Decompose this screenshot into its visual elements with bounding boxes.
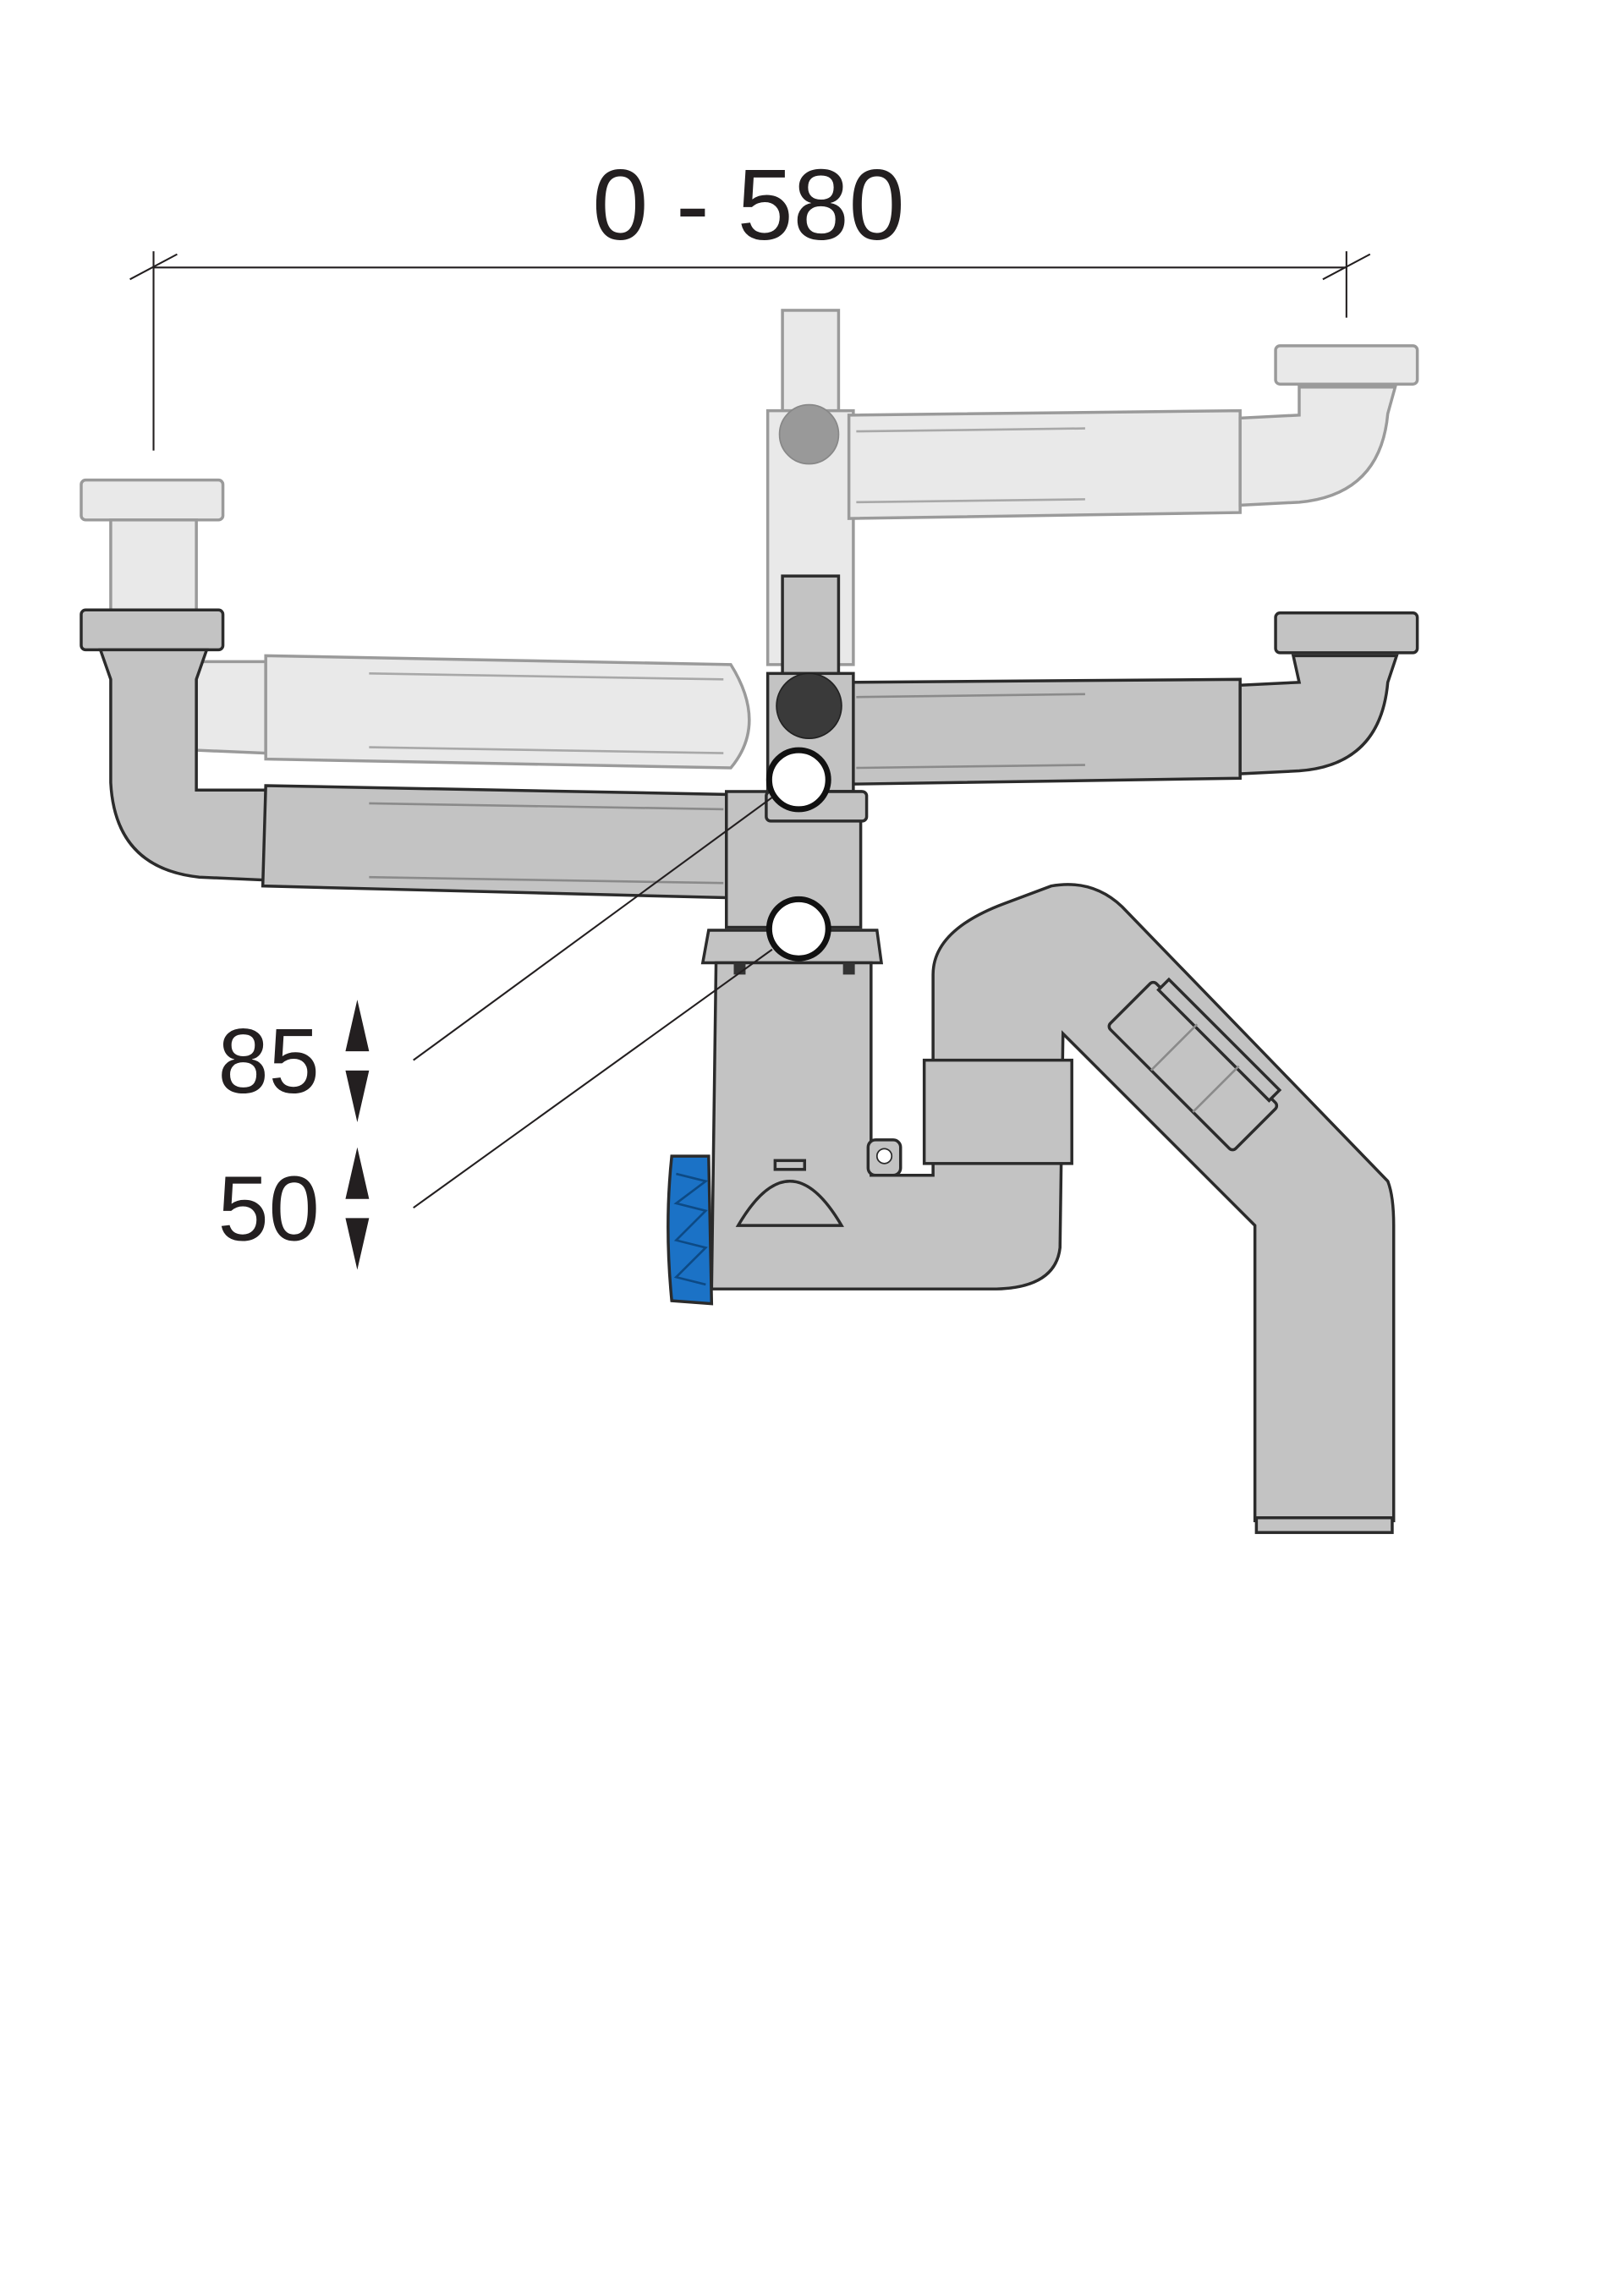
ghost-overflow-port bbox=[778, 403, 840, 465]
height-arrow-50 bbox=[345, 1147, 370, 1270]
leader-line-50 bbox=[413, 948, 773, 1209]
union-nut bbox=[1107, 977, 1282, 1152]
ghost-right-elbow bbox=[1238, 385, 1397, 507]
marker-85-circle bbox=[765, 747, 831, 813]
hose-connector bbox=[781, 574, 841, 678]
width-dimension-label: 0 - 580 bbox=[592, 150, 905, 261]
dimension-tick-right bbox=[1322, 253, 1371, 281]
left-pipe bbox=[261, 784, 751, 900]
right-elbow bbox=[1238, 654, 1399, 775]
main-siphon bbox=[80, 574, 1419, 1534]
marker-50-circle bbox=[765, 896, 831, 962]
ghost-right-pipe bbox=[847, 408, 1242, 520]
outlet-end bbox=[1254, 1515, 1394, 1534]
ghost-left-pipe bbox=[264, 654, 751, 770]
ghost-hose-connector bbox=[781, 309, 841, 415]
width-dimension: 0 - 580 bbox=[129, 150, 1371, 451]
dimension-tick-left bbox=[129, 253, 178, 281]
right-strainer-nut bbox=[1274, 611, 1419, 655]
ghost-left-stub bbox=[195, 660, 267, 755]
ghost-right-strainer bbox=[1274, 344, 1419, 386]
bottle-slot bbox=[773, 1159, 807, 1171]
overflow-port bbox=[776, 672, 842, 740]
ghost-left-tailpiece bbox=[109, 518, 198, 613]
height-label-50: 50 bbox=[217, 1158, 319, 1260]
bottle-arch bbox=[735, 1180, 844, 1227]
height-label-85: 85 bbox=[217, 1010, 319, 1112]
leader-line-85 bbox=[413, 797, 773, 1061]
left-strainer-nut bbox=[80, 608, 225, 652]
mounting-hole bbox=[875, 1148, 893, 1164]
trap-sleeve bbox=[922, 1058, 1073, 1165]
cleanout-cap[interactable] bbox=[667, 1154, 714, 1306]
height-markers: 85 50 bbox=[217, 747, 831, 1270]
height-arrow-85 bbox=[345, 1000, 370, 1122]
ghost-left-strainer bbox=[80, 478, 225, 522]
